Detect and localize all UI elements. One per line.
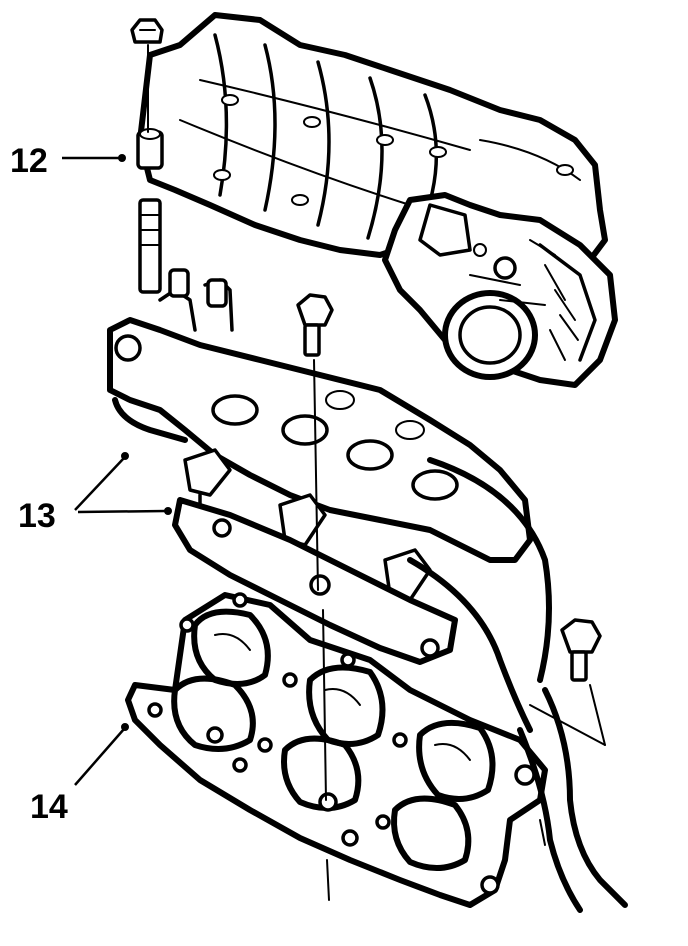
leader-dot-13b (164, 507, 172, 515)
lower-intake-manifold (125, 592, 548, 908)
flange-bolt (296, 293, 334, 591)
callout-13: 13 (18, 452, 172, 535)
upper-intake-manifold (136, 12, 608, 263)
leader-dot-12 (118, 154, 126, 162)
fuel-rail-with-injectors (107, 268, 552, 733)
callout-14: 14 (30, 723, 129, 826)
leader-dot-13a (121, 452, 129, 460)
leader-line-13b (77, 509, 167, 514)
flange-bolt-right (529, 618, 606, 746)
callout-label-13: 13 (18, 497, 56, 535)
manifold-stud (130, 18, 164, 294)
throttle-body (382, 192, 618, 388)
callout-12: 12 (10, 142, 126, 180)
callout-label-14: 14 (30, 788, 68, 826)
leader-line-14 (74, 728, 125, 786)
fuel-return-hose (542, 687, 628, 908)
fuel-supply-hose (517, 727, 583, 913)
leader-line-13a (74, 457, 125, 511)
leader-dot-14 (121, 723, 129, 731)
callout-label-12: 12 (10, 142, 48, 180)
